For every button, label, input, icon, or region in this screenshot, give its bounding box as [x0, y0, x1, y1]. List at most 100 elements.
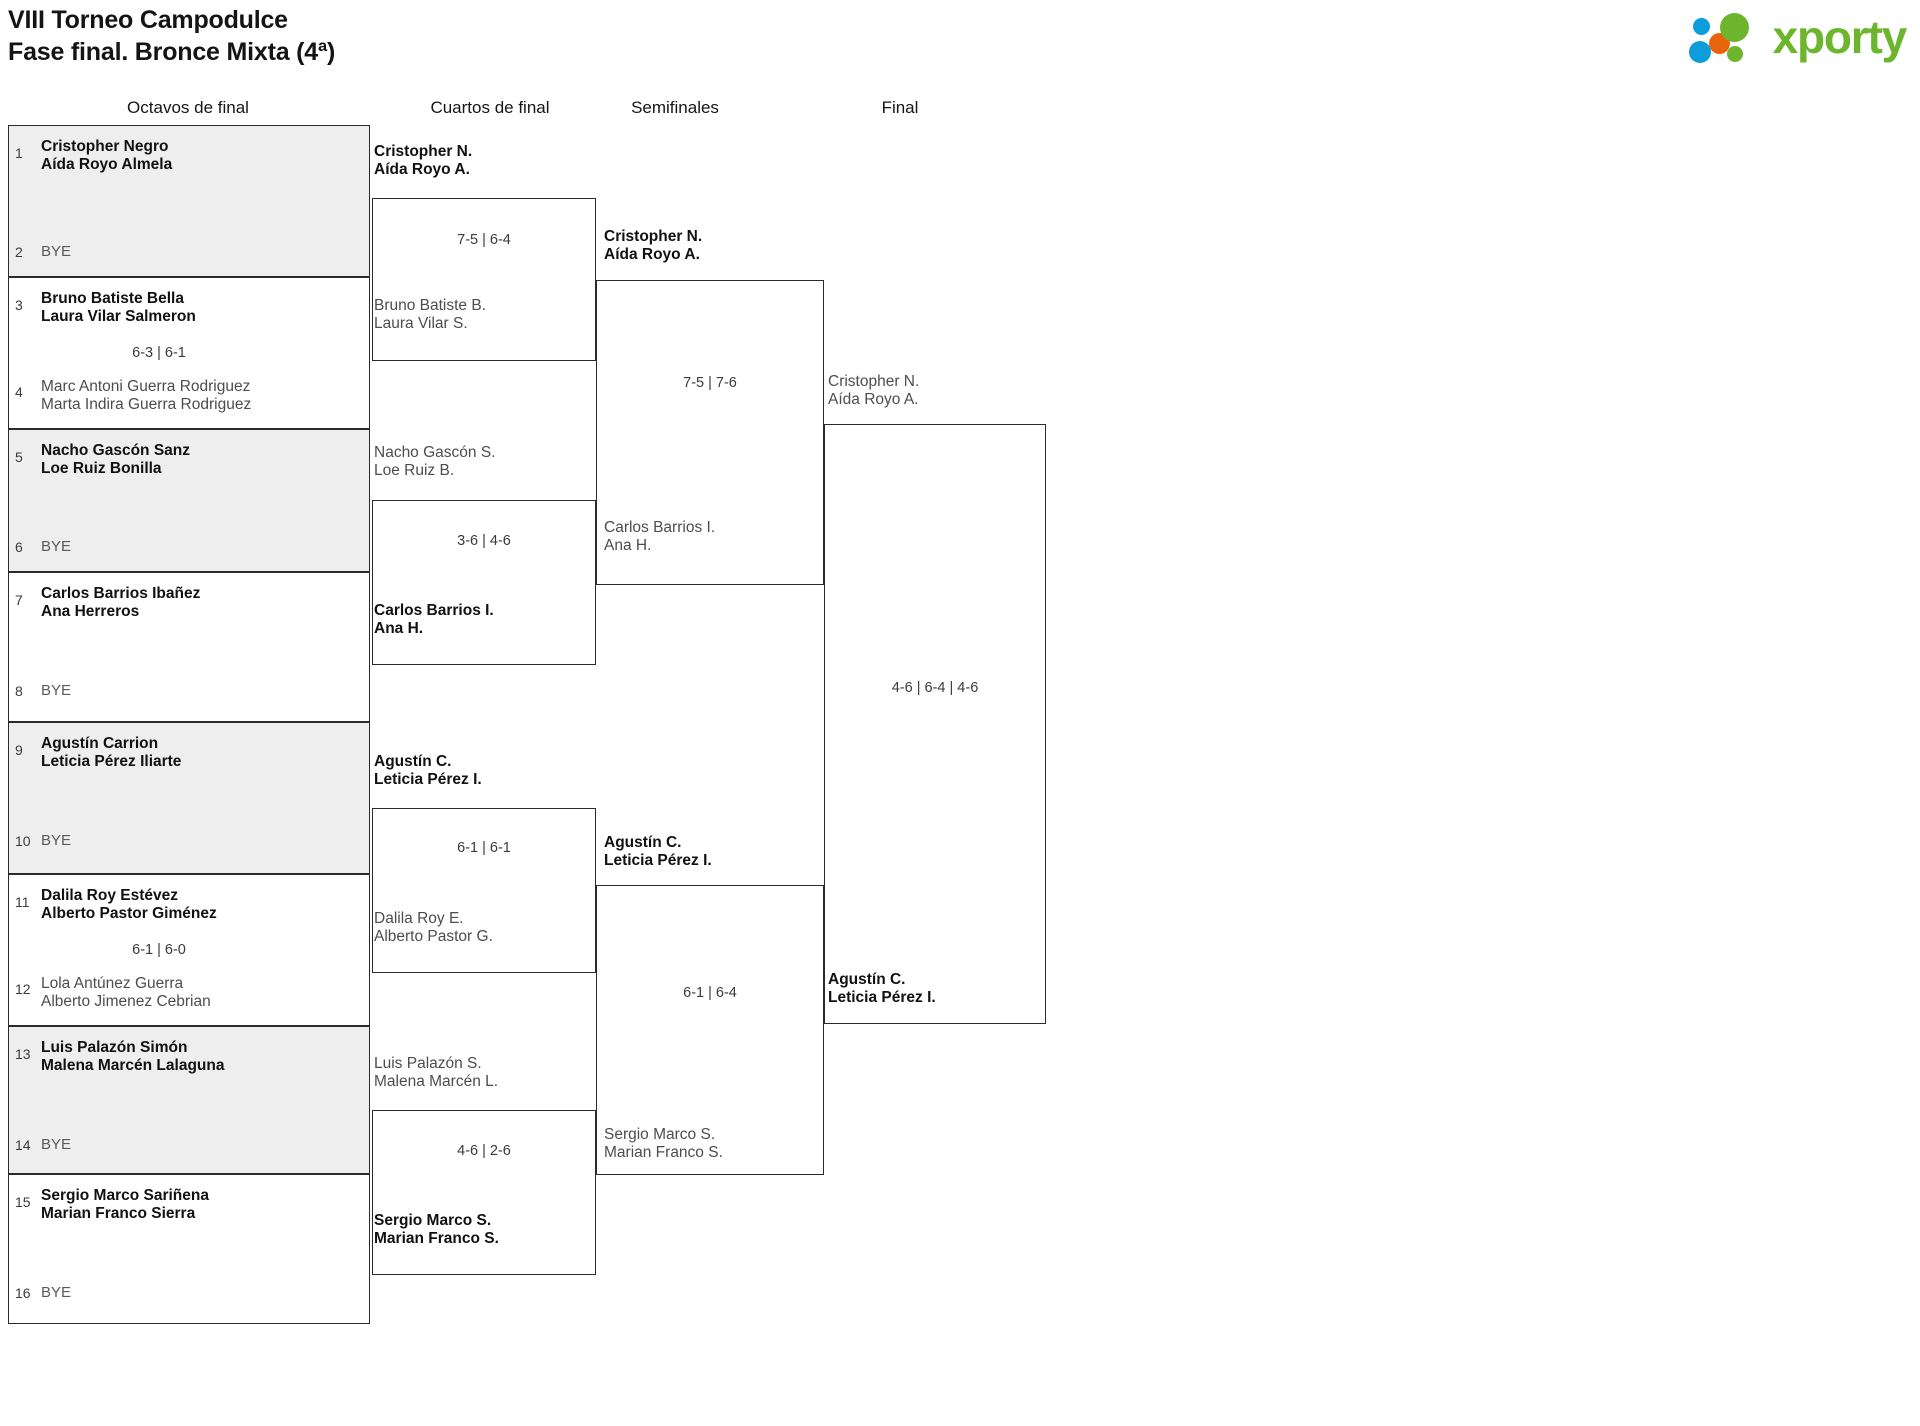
r2-match-2-team-bottom[interactable]: Carlos Barrios I. Ana H. [374, 602, 494, 638]
r3-match-1[interactable] [596, 280, 824, 585]
player-1: BYE [41, 538, 72, 555]
team-bottom: BYE [41, 243, 363, 261]
player-1: Dalila Roy E. [374, 910, 464, 927]
r3-match-1-team-top[interactable]: Cristopher N. Aída Royo A. [604, 228, 702, 264]
logo-dots-icon [1687, 8, 1765, 66]
player-1: Sergio Marco Sariñena [41, 1187, 209, 1204]
player-1: BYE [41, 1136, 72, 1153]
team-top[interactable]: Sergio Marco Sariñena Marian Franco Sier… [41, 1187, 363, 1223]
player-2: Loe Ruiz Bonilla [41, 460, 162, 478]
page-title: VIII Torneo Campodulce Fase final. Bronc… [8, 4, 335, 68]
match-score: 4-6 | 2-6 [457, 1143, 511, 1159]
r2-match-3-team-bottom[interactable]: Dalila Roy E. Alberto Pastor G. [374, 910, 493, 946]
tournament-name: VIII Torneo Campodulce [8, 6, 288, 34]
player-1: Dalila Roy Estévez [41, 887, 178, 904]
r4-match-1-team-top[interactable]: Cristopher N. Aída Royo A. [828, 373, 919, 409]
round-header-cuartos: Cuartos de final [430, 98, 550, 117]
team-top[interactable]: Bruno Batiste Bella Laura Vilar Salmeron [41, 290, 363, 326]
r2-match-3-team-top[interactable]: Agustín C. Leticia Pérez I. [374, 753, 482, 789]
player-1: Nacho Gascón Sanz [41, 442, 191, 459]
phase-name: Fase final. Bronce Mixta (4ª) [8, 38, 336, 66]
player-1: BYE [41, 243, 72, 260]
r4-match-1-team-bottom[interactable]: Agustín C. Leticia Pérez I. [828, 971, 936, 1007]
r1-match-4[interactable]: 7 Carlos Barrios Ibañez Ana Herreros 8 B… [8, 572, 370, 722]
r1-match-5[interactable]: 9 Agustín Carrion Leticia Pérez Iliarte … [8, 722, 370, 874]
seed-number: 15 [15, 1194, 31, 1210]
r2-match-4-team-top[interactable]: Luis Palazón S. Malena Marcén L. [374, 1055, 498, 1091]
logo-dot-blue-top [1692, 18, 1710, 35]
seed-number: 13 [15, 1046, 31, 1062]
seed-number: 1 [15, 145, 23, 161]
team-bottom[interactable]: Marc Antoni Guerra Rodriguez Marta Indir… [41, 378, 363, 414]
match-score: 6-1 | 6-4 [683, 985, 737, 1001]
player-1: Cristopher Negro [41, 138, 169, 155]
team-bottom: BYE [41, 1284, 363, 1302]
player-1: Agustín C. [828, 971, 906, 988]
r1-match-2[interactable]: 3 Bruno Batiste Bella Laura Vilar Salmer… [8, 277, 370, 429]
player-1: Cristopher N. [374, 143, 473, 160]
player-2: Aída Royo A. [374, 161, 470, 179]
seed-number: 8 [15, 683, 23, 699]
match-score: 7-5 | 6-4 [457, 232, 511, 248]
player-1: Carlos Barrios I. [604, 519, 716, 536]
r2-match-1-team-top[interactable]: Cristopher N. Aída Royo A. [374, 143, 472, 179]
player-1: Cristopher N. [604, 228, 703, 245]
match-score: 4-6 | 6-4 | 4-6 [891, 680, 979, 696]
player-1: Lola Antúnez Guerra [41, 975, 184, 992]
team-bottom: BYE [41, 538, 363, 556]
r1-match-6[interactable]: 11 Dalila Roy Estévez Alberto Pastor Gim… [8, 874, 370, 1026]
r3-match-1-team-bottom[interactable]: Carlos Barrios I. Ana H. [604, 519, 715, 555]
match-score: 6-3 | 6-1 [132, 345, 186, 361]
r1-match-7[interactable]: 13 Luis Palazón Simón Malena Marcén Lala… [8, 1026, 370, 1174]
player-1: Marc Antoni Guerra Rodriguez [41, 378, 251, 395]
r1-match-8[interactable]: 15 Sergio Marco Sariñena Marian Franco S… [8, 1174, 370, 1324]
player-2: Alberto Pastor G. [374, 928, 493, 946]
r2-match-2-team-top[interactable]: Nacho Gascón S. Loe Ruiz B. [374, 444, 495, 480]
player-1: BYE [41, 682, 72, 699]
seed-number: 5 [15, 449, 23, 465]
seed-number: 7 [15, 592, 23, 608]
player-2: Laura Vilar Salmeron [41, 308, 196, 326]
r2-match-1[interactable] [372, 198, 596, 361]
team-top[interactable]: Luis Palazón Simón Malena Marcén Lalagun… [41, 1039, 363, 1075]
round-header-octavos: Octavos de final [127, 98, 249, 117]
r3-match-2-team-top[interactable]: Agustín C. Leticia Pérez I. [604, 834, 712, 870]
player-2: Ana H. [374, 620, 424, 638]
round-header-final: Final [881, 98, 919, 117]
team-bottom[interactable]: Lola Antúnez Guerra Alberto Jimenez Cebr… [41, 975, 363, 1011]
r2-match-2[interactable] [372, 500, 596, 665]
r3-match-2[interactable] [596, 885, 824, 1175]
team-top[interactable]: Nacho Gascón Sanz Loe Ruiz Bonilla [41, 442, 363, 478]
team-bottom: BYE [41, 832, 363, 850]
seed-number: 11 [15, 894, 30, 910]
team-top[interactable]: Agustín Carrion Leticia Pérez Iliarte [41, 735, 363, 771]
logo-dot-blue-bottom [1688, 41, 1711, 63]
xporty-logo[interactable]: xporty [1687, 8, 1908, 66]
logo-wordmark: xporty [1772, 11, 1908, 63]
player-2: Marian Franco S. [374, 1230, 499, 1248]
team-top[interactable]: Cristopher Negro Aída Royo Almela [41, 138, 363, 174]
r3-match-2-team-bottom[interactable]: Sergio Marco S. Marian Franco S. [604, 1126, 723, 1162]
player-2: Alberto Pastor Giménez [41, 905, 217, 923]
seed-number: 10 [15, 833, 31, 849]
r2-match-4[interactable] [372, 1110, 596, 1275]
r2-match-4-team-bottom[interactable]: Sergio Marco S. Marian Franco S. [374, 1212, 499, 1248]
player-1: Sergio Marco S. [374, 1212, 492, 1229]
player-1: Bruno Batiste B. [374, 297, 487, 314]
player-2: Leticia Pérez I. [828, 989, 936, 1007]
player-1: Agustín Carrion [41, 735, 159, 752]
r2-match-1-team-bottom[interactable]: Bruno Batiste B. Laura Vilar S. [374, 297, 486, 333]
team-top[interactable]: Carlos Barrios Ibañez Ana Herreros [41, 585, 363, 621]
player-2: Ana H. [604, 537, 652, 555]
logo-dot-green-big [1719, 13, 1749, 42]
r1-match-1[interactable]: 1 Cristopher Negro Aída Royo Almela 2 BY… [8, 125, 370, 277]
team-top[interactable]: Dalila Roy Estévez Alberto Pastor Giméne… [41, 887, 363, 923]
r1-match-3[interactable]: 5 Nacho Gascón Sanz Loe Ruiz Bonilla 6 B… [8, 429, 370, 572]
player-1: Agustín C. [604, 834, 682, 851]
r2-match-3[interactable] [372, 808, 596, 973]
player-2: Alberto Jimenez Cebrian [41, 993, 211, 1011]
match-score: 6-1 | 6-1 [457, 840, 511, 856]
r4-match-1[interactable] [824, 424, 1046, 1024]
player-2: Marta Indira Guerra Rodriguez [41, 396, 252, 414]
